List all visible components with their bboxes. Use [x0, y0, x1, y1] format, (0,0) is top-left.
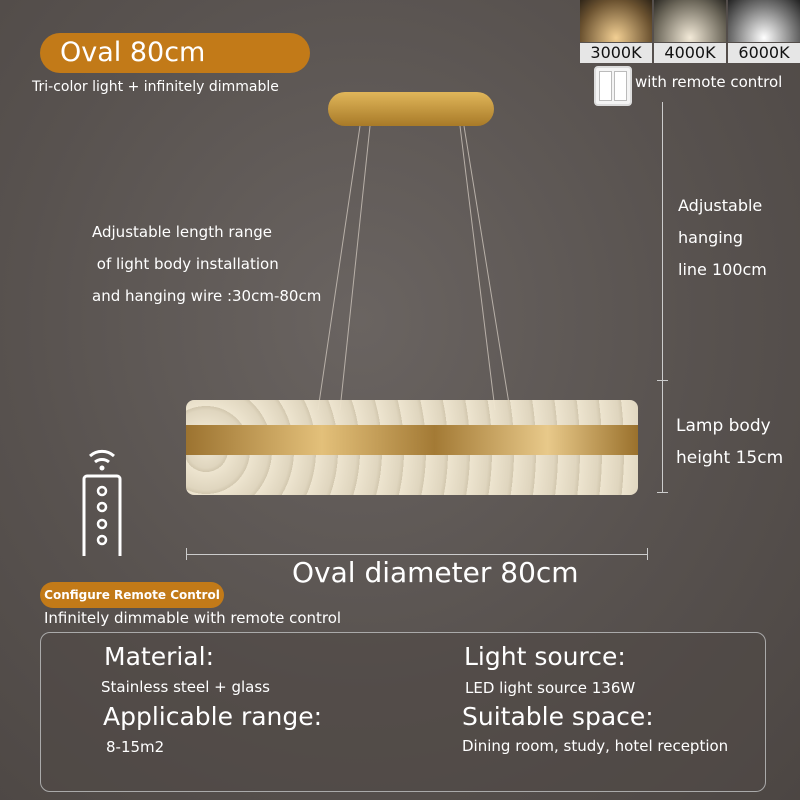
dimension-tick [657, 380, 668, 381]
dimension-tick [657, 492, 668, 493]
light-source-value: LED light source 136W [465, 679, 636, 697]
remote-control-icon [82, 449, 122, 556]
color-temp-4000k: 4000K [654, 0, 726, 64]
color-temp-label: 4000K [654, 43, 726, 63]
suitable-space-value: Dining room, study, hotel reception [462, 737, 729, 755]
wall-switch-icon [594, 66, 632, 106]
dimension-tick [186, 548, 187, 560]
light-source-label: Light source: [464, 642, 626, 671]
hanging-line-dimension [662, 102, 663, 380]
body-height-annotation: Lamp body height 15cm [676, 416, 784, 468]
color-temp-label: 3000K [580, 43, 652, 63]
applicable-range-label: Applicable range: [103, 702, 323, 731]
material-label: Material: [104, 642, 214, 671]
remote-description: Infinitely dimmable with remote control [44, 609, 342, 627]
remote-note: with remote control [635, 73, 783, 91]
suitable-space-label: Suitable space: [462, 702, 654, 731]
product-subtitle: Tri-color light + infinitely dimmable [32, 79, 279, 95]
applicable-range-value: 8-15m2 [106, 738, 165, 756]
hanging-line-annotation: Adjustable hanging line 100cm [678, 196, 767, 279]
color-temp-6000k: 6000K [728, 0, 800, 64]
specs-panel [40, 632, 766, 792]
material-value: Stainless steel + glass [101, 678, 270, 696]
body-height-dimension [662, 380, 663, 492]
length-range-annotation: Adjustable length range of light body in… [92, 223, 322, 305]
diameter-annotation: Oval diameter 80cm [292, 556, 579, 589]
color-temp-3000k: 3000K [580, 0, 652, 64]
dimension-tick [647, 548, 648, 560]
lamp-body-gold-band [186, 425, 638, 455]
ceiling-canopy [328, 92, 494, 126]
color-temp-label: 6000K [728, 43, 800, 63]
configure-remote-badge: Configure Remote Control [40, 582, 224, 608]
product-title-badge: Oval 80cm [40, 33, 310, 73]
diameter-dimension [186, 554, 648, 555]
